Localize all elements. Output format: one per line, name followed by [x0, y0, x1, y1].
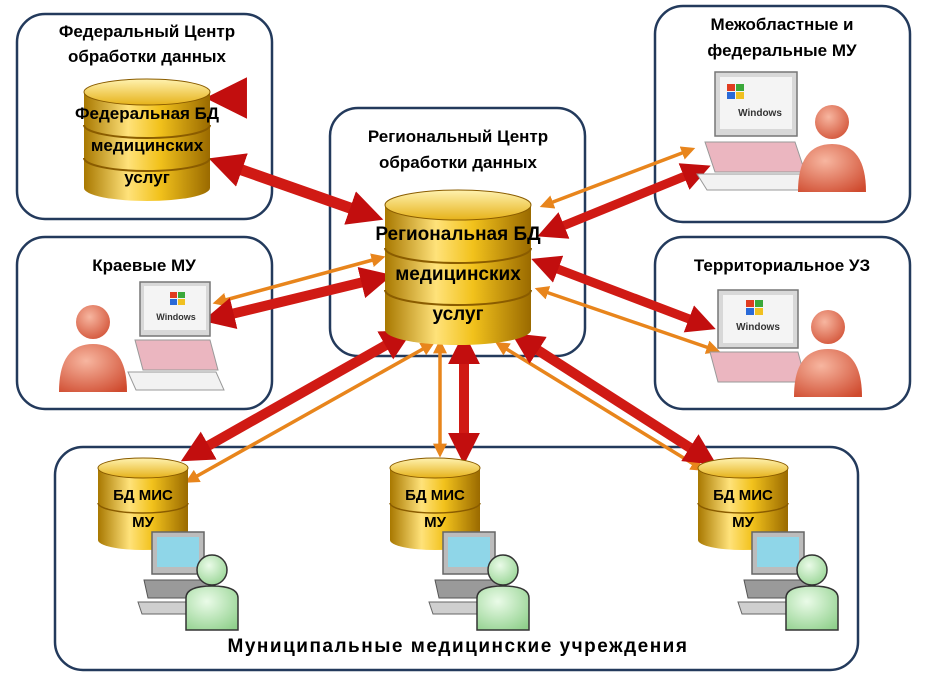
arrow-regional-krai-red	[202, 266, 393, 330]
mu-db-center-line2: МУ	[424, 514, 446, 531]
mu-db-cylinder-center: БД МИС МУ	[389, 457, 481, 550]
mu-db-left-line1: БД МИС	[113, 487, 173, 504]
regional-center-title-2: обработки данных	[379, 153, 537, 172]
krai-user-icon	[59, 305, 127, 392]
territorial-os-label: Windows	[736, 322, 780, 333]
arrow-regional-interregional-orange	[539, 146, 696, 209]
territorial-workstation: Windows	[709, 289, 807, 383]
federal-center-title-2: обработки данных	[68, 47, 226, 66]
krai-title: Краевые МУ	[92, 256, 196, 275]
krai-os-label: Windows	[156, 312, 195, 322]
regional-center-title-1: Региональный Центр	[368, 127, 548, 146]
mu-db-right-line1: БД МИС	[713, 487, 773, 504]
regional-db-line2: медицинских	[395, 264, 521, 285]
municipal-title: Муниципальные медицинские учреждения	[228, 636, 689, 657]
federal-db-line1: Федеральная БД	[75, 104, 219, 123]
mu-db-right-line2: МУ	[732, 514, 754, 531]
arrow-regional-mu-right-red	[511, 333, 717, 465]
regional-db-cylinder: Региональная БД медицинских услуг	[375, 189, 541, 345]
interregional-user-icon	[798, 105, 866, 192]
mu-user-icon-center	[476, 554, 530, 631]
krai-workstation: Windows	[127, 281, 225, 391]
mu-db-center-line1: БД МИС	[405, 487, 465, 504]
mu-db-cylinder-right: БД МИС МУ	[697, 457, 789, 550]
mu-db-left-line2: МУ	[132, 514, 154, 531]
regional-db-line3: услуг	[433, 304, 484, 325]
interregional-title-1: Межобластные и	[711, 15, 854, 34]
interregional-title-2: федеральные МУ	[707, 41, 857, 60]
federal-center-title-1: Федеральный Центр	[59, 22, 235, 41]
mu-user-icon-right	[785, 554, 839, 631]
territorial-title: Территориальное УЗ	[694, 256, 870, 275]
mu-user-icon-left	[185, 554, 239, 631]
territorial-user-icon	[794, 310, 862, 397]
federal-db-cylinder: Федеральная БД медицинских услуг	[75, 78, 219, 201]
interregional-os-label: Windows	[738, 108, 782, 119]
mu-workstation-center	[428, 531, 504, 615]
interregional-workstation: Windows	[696, 71, 812, 191]
arrow-regional-mu-left-orange	[185, 342, 435, 483]
arrow-regional-federal	[208, 153, 384, 225]
arrows	[180, 77, 721, 483]
federal-db-line3: услуг	[124, 168, 170, 187]
federal-db-line2: медицинских	[91, 136, 204, 155]
mu-db-cylinder-left: БД МИС МУ	[97, 457, 189, 550]
regional-db-line1: Региональная БД	[375, 224, 541, 245]
